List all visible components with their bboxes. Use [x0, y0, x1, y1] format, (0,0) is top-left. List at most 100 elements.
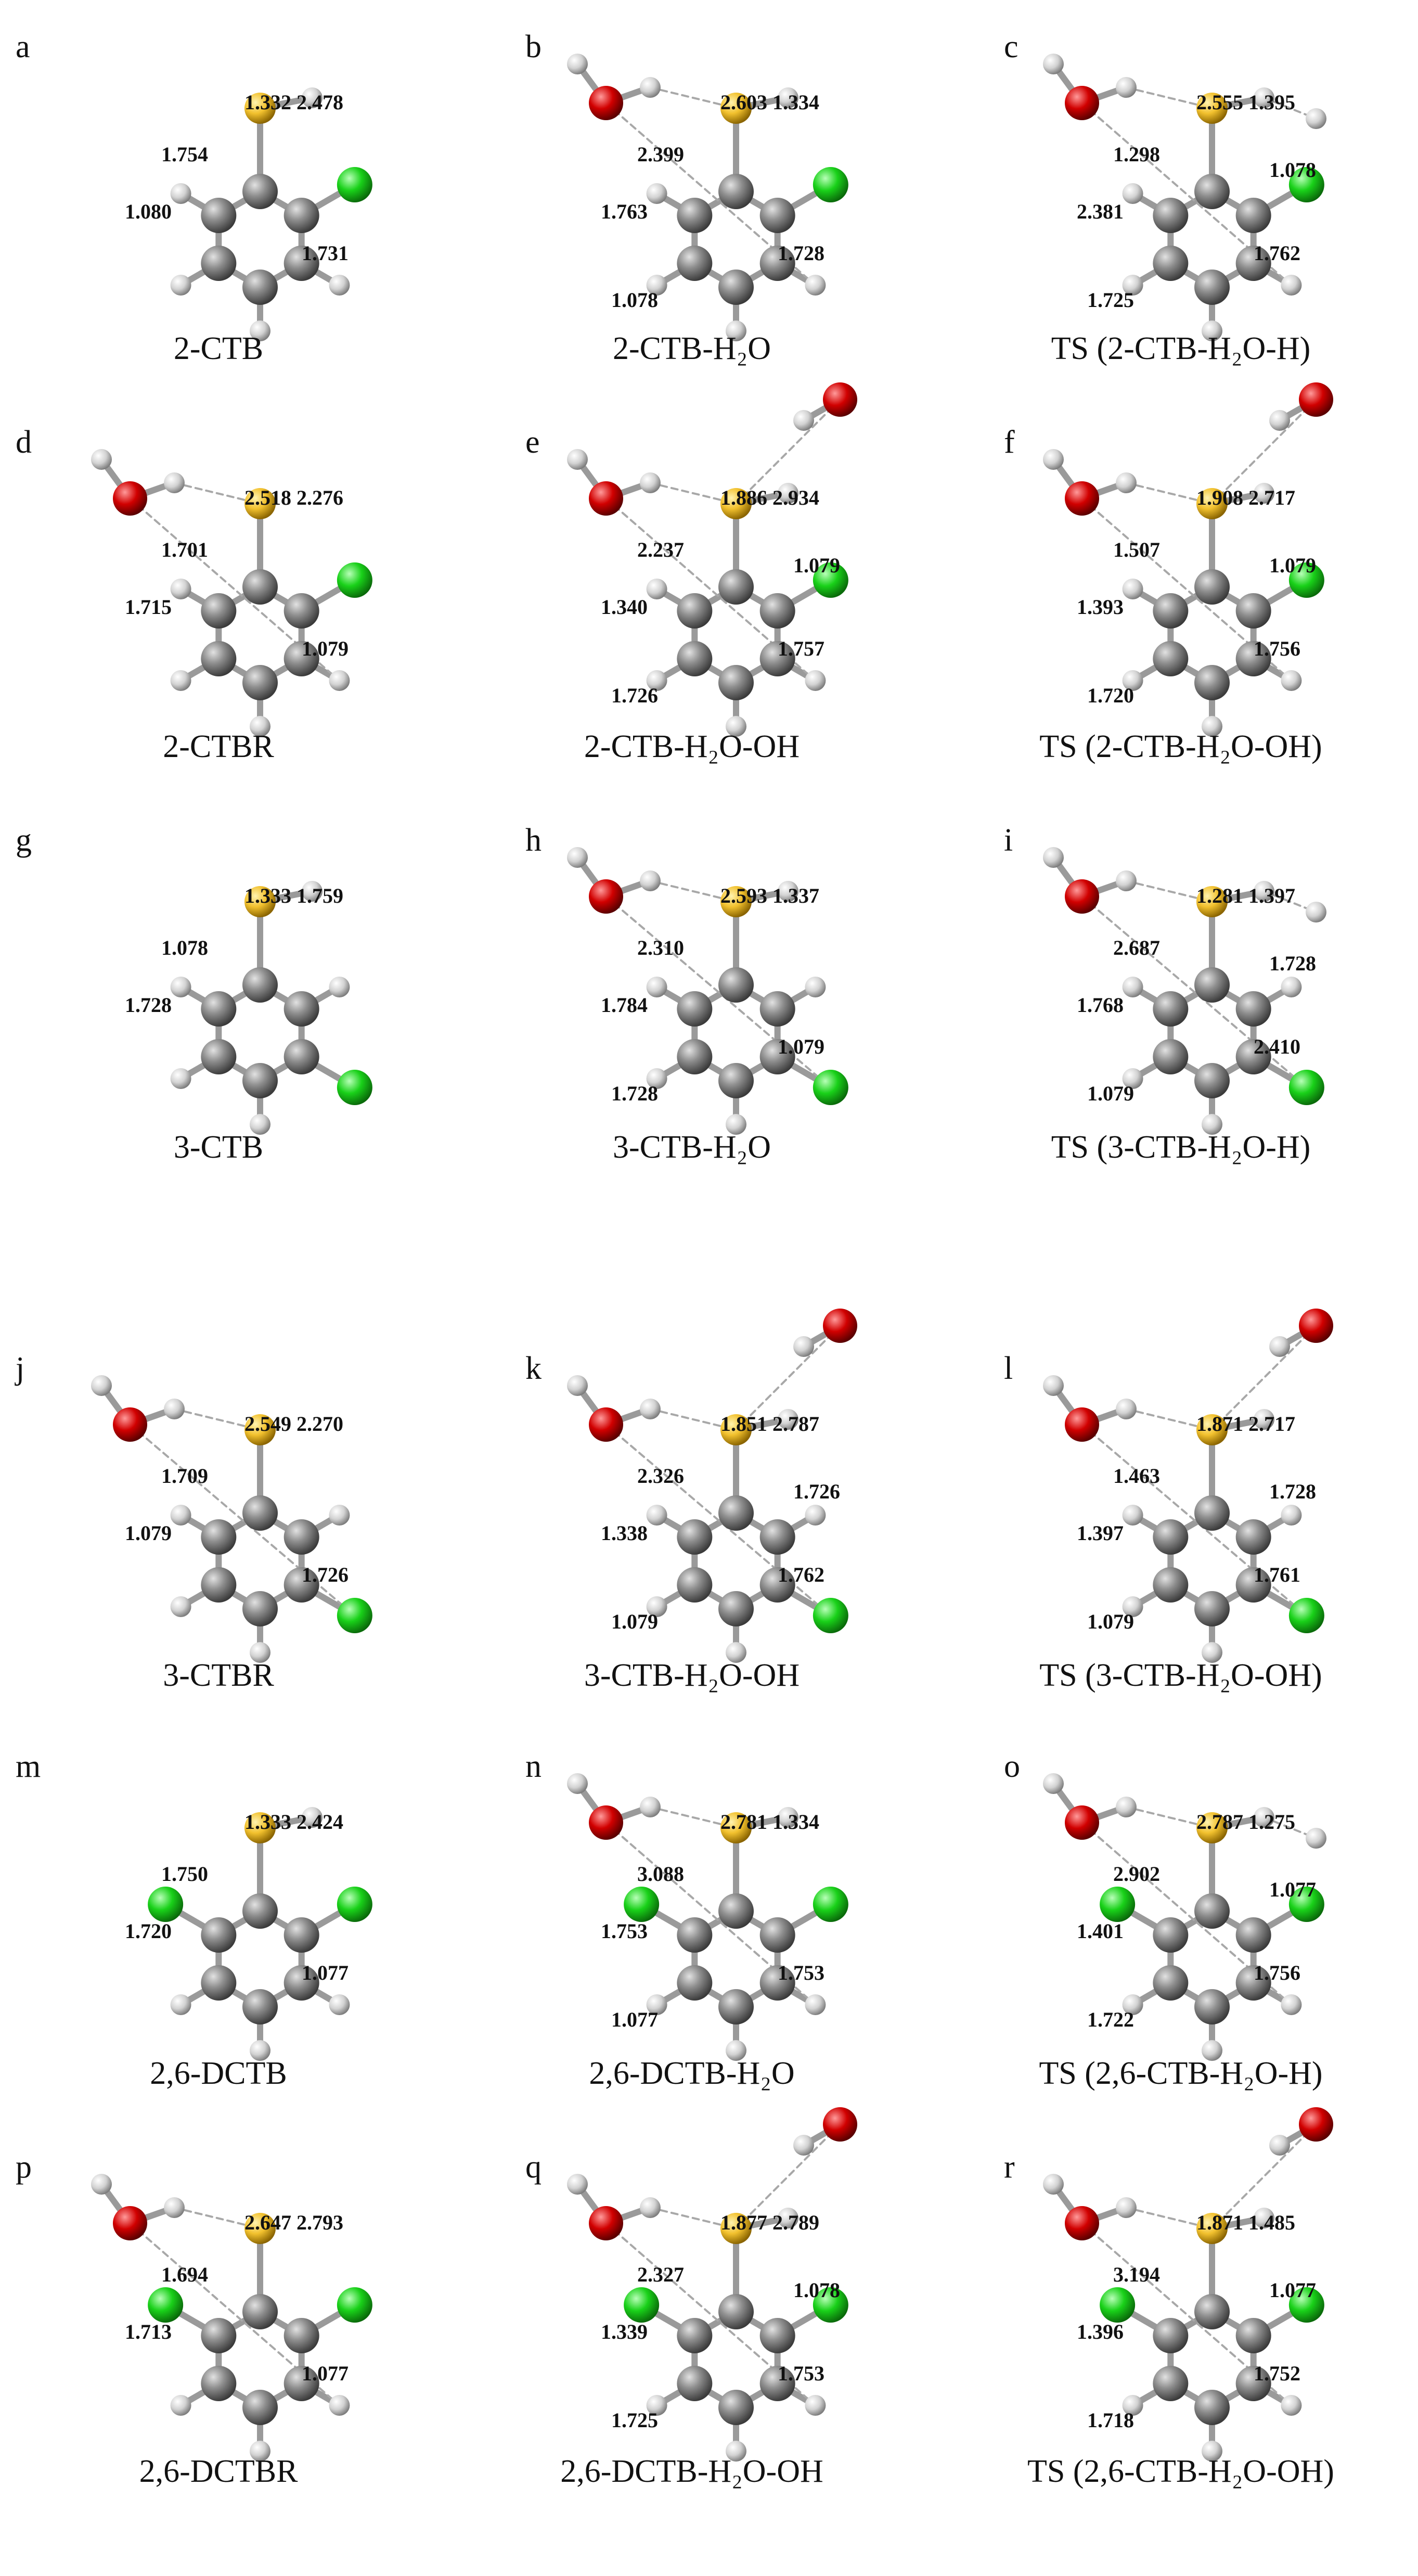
carbon-atom: [1194, 174, 1230, 209]
hydrogen-atom: [646, 1596, 667, 1617]
carbon-atom: [1235, 1567, 1271, 1603]
bond-length-label: 2.326: [637, 1464, 684, 1488]
bond-length-label: 1.726: [302, 1563, 349, 1586]
hydrogen-bond: [1081, 1424, 1308, 1617]
carbon-atom: [759, 593, 795, 629]
bond-length-label: 1.334: [772, 1810, 819, 1834]
bond-length-label: 1.728: [778, 241, 824, 265]
hydrogen-bond: [173, 2207, 261, 2229]
bond-length-label: 1.078: [161, 936, 208, 959]
sulfur-atom: [1196, 1812, 1228, 1843]
bond-length-label: 1.756: [1254, 1961, 1300, 1984]
bond-length-label: 2.478: [297, 91, 343, 114]
carbon-atom: [201, 1917, 237, 1953]
panel-letter: c: [1004, 29, 1019, 65]
structure-name: 2,6-DCTB-H₂O-OH: [560, 2454, 823, 2489]
chlorine-atom: [813, 1070, 848, 1105]
oxygen-atom: [1065, 2206, 1099, 2240]
bond-length-label: 1.395: [1248, 91, 1295, 114]
structure-name: 2,6-DCTBR: [139, 2454, 299, 2489]
hydrogen-atom: [726, 716, 746, 737]
bond-length-label: 1.715: [125, 595, 172, 619]
bond-length-label: 1.079: [778, 1035, 824, 1058]
bond-length-label: 2.549: [244, 1412, 291, 1436]
hydrogen-bond: [1125, 86, 1213, 109]
carbon-atom: [1194, 270, 1230, 305]
hydrogen-atom: [170, 579, 191, 599]
hydrogen-bond: [1081, 895, 1308, 1088]
oxygen-atom: [1065, 879, 1099, 914]
hydrogen-atom: [1116, 77, 1137, 98]
oxygen-atom: [823, 382, 857, 417]
carbon-atom: [283, 1567, 319, 1603]
bond-length-label: 1.871: [1196, 2211, 1243, 2234]
bond-length-label: 1.762: [778, 1563, 824, 1586]
bond-length-label: 1.784: [601, 993, 648, 1017]
hydrogen-atom: [726, 1642, 746, 1663]
carbon-atom: [1235, 2318, 1271, 2353]
hydrogen-atom: [1122, 670, 1143, 691]
bond-length-label: 2.787: [1196, 1810, 1243, 1834]
bond-length-label: 1.340: [601, 595, 648, 619]
bond-length-label: 1.728: [125, 993, 172, 1017]
hydrogen-atom: [302, 1807, 323, 1828]
carbon-atom: [718, 665, 754, 700]
hydrogen-atom: [1122, 977, 1143, 997]
chlorine-atom: [1288, 1598, 1324, 1633]
bond-length-label: 1.507: [1113, 538, 1160, 561]
carbon-atom: [718, 2294, 754, 2329]
hydrogen-atom: [646, 183, 667, 204]
carbon-atom: [242, 1893, 278, 1929]
hydrogen-atom: [329, 275, 350, 296]
structure-name: 2-CTB: [174, 331, 263, 366]
oxygen-atom: [1065, 1805, 1099, 1840]
oxygen-atom: [113, 1407, 147, 1442]
carbon-atom: [1194, 1063, 1230, 1098]
hydrogen-atom: [1116, 472, 1137, 493]
panel-letter: j: [15, 1351, 24, 1386]
hydrogen-atom: [1122, 1596, 1143, 1617]
bond-length-label: 2.310: [637, 936, 684, 959]
carbon-atom: [242, 967, 278, 1003]
bond-length-label: 1.718: [1087, 2408, 1134, 2432]
bond-length-label: 1.275: [1248, 1810, 1295, 1834]
carbon-atom: [718, 2390, 754, 2425]
hydrogen-atom: [1269, 410, 1290, 431]
carbon-atom: [283, 2318, 319, 2353]
hydrogen-atom: [250, 2441, 270, 2462]
hydrogen-atom: [1202, 2040, 1222, 2061]
hydrogen-atom: [164, 2197, 185, 2218]
hydrogen-atom: [1116, 1399, 1137, 1419]
carbon-atom: [1235, 593, 1271, 629]
hydrogen-atom: [805, 670, 826, 691]
oxygen-atom: [589, 1407, 623, 1442]
hydrogen-atom: [640, 2197, 661, 2218]
bond-length-label: 1.333: [244, 884, 291, 907]
panel-letter: l: [1004, 1351, 1013, 1386]
bond-length-label: 1.396: [1077, 2320, 1124, 2343]
hydrogen-atom: [640, 1797, 661, 1817]
bond-length-label: 2.381: [1077, 200, 1124, 223]
chlorine-atom: [337, 562, 372, 598]
carbon-atom: [1153, 1567, 1189, 1603]
hydrogen-atom: [1254, 1409, 1274, 1430]
sulfur-atom: [1196, 1414, 1228, 1445]
hydrogen-atom: [567, 1773, 588, 1794]
panel-letter: i: [1004, 823, 1013, 858]
hydrogen-bond: [1125, 1408, 1213, 1431]
carbon-atom: [718, 270, 754, 305]
hydrogen-atom: [567, 449, 588, 470]
hydrogen-atom: [646, 275, 667, 296]
hydrogen-bond: [173, 482, 261, 505]
carbon-atom: [718, 1495, 754, 1531]
carbon-atom: [242, 665, 278, 700]
hydrogen-atom: [329, 1994, 350, 2015]
sulfur-atom: [720, 1414, 752, 1445]
bond-length-label: 2.237: [637, 538, 684, 561]
bond-length-label: 1.908: [1196, 486, 1243, 509]
oxygen-atom: [823, 2107, 857, 2142]
hydrogen-atom: [646, 1505, 667, 1526]
carbon-atom: [759, 1965, 795, 2001]
